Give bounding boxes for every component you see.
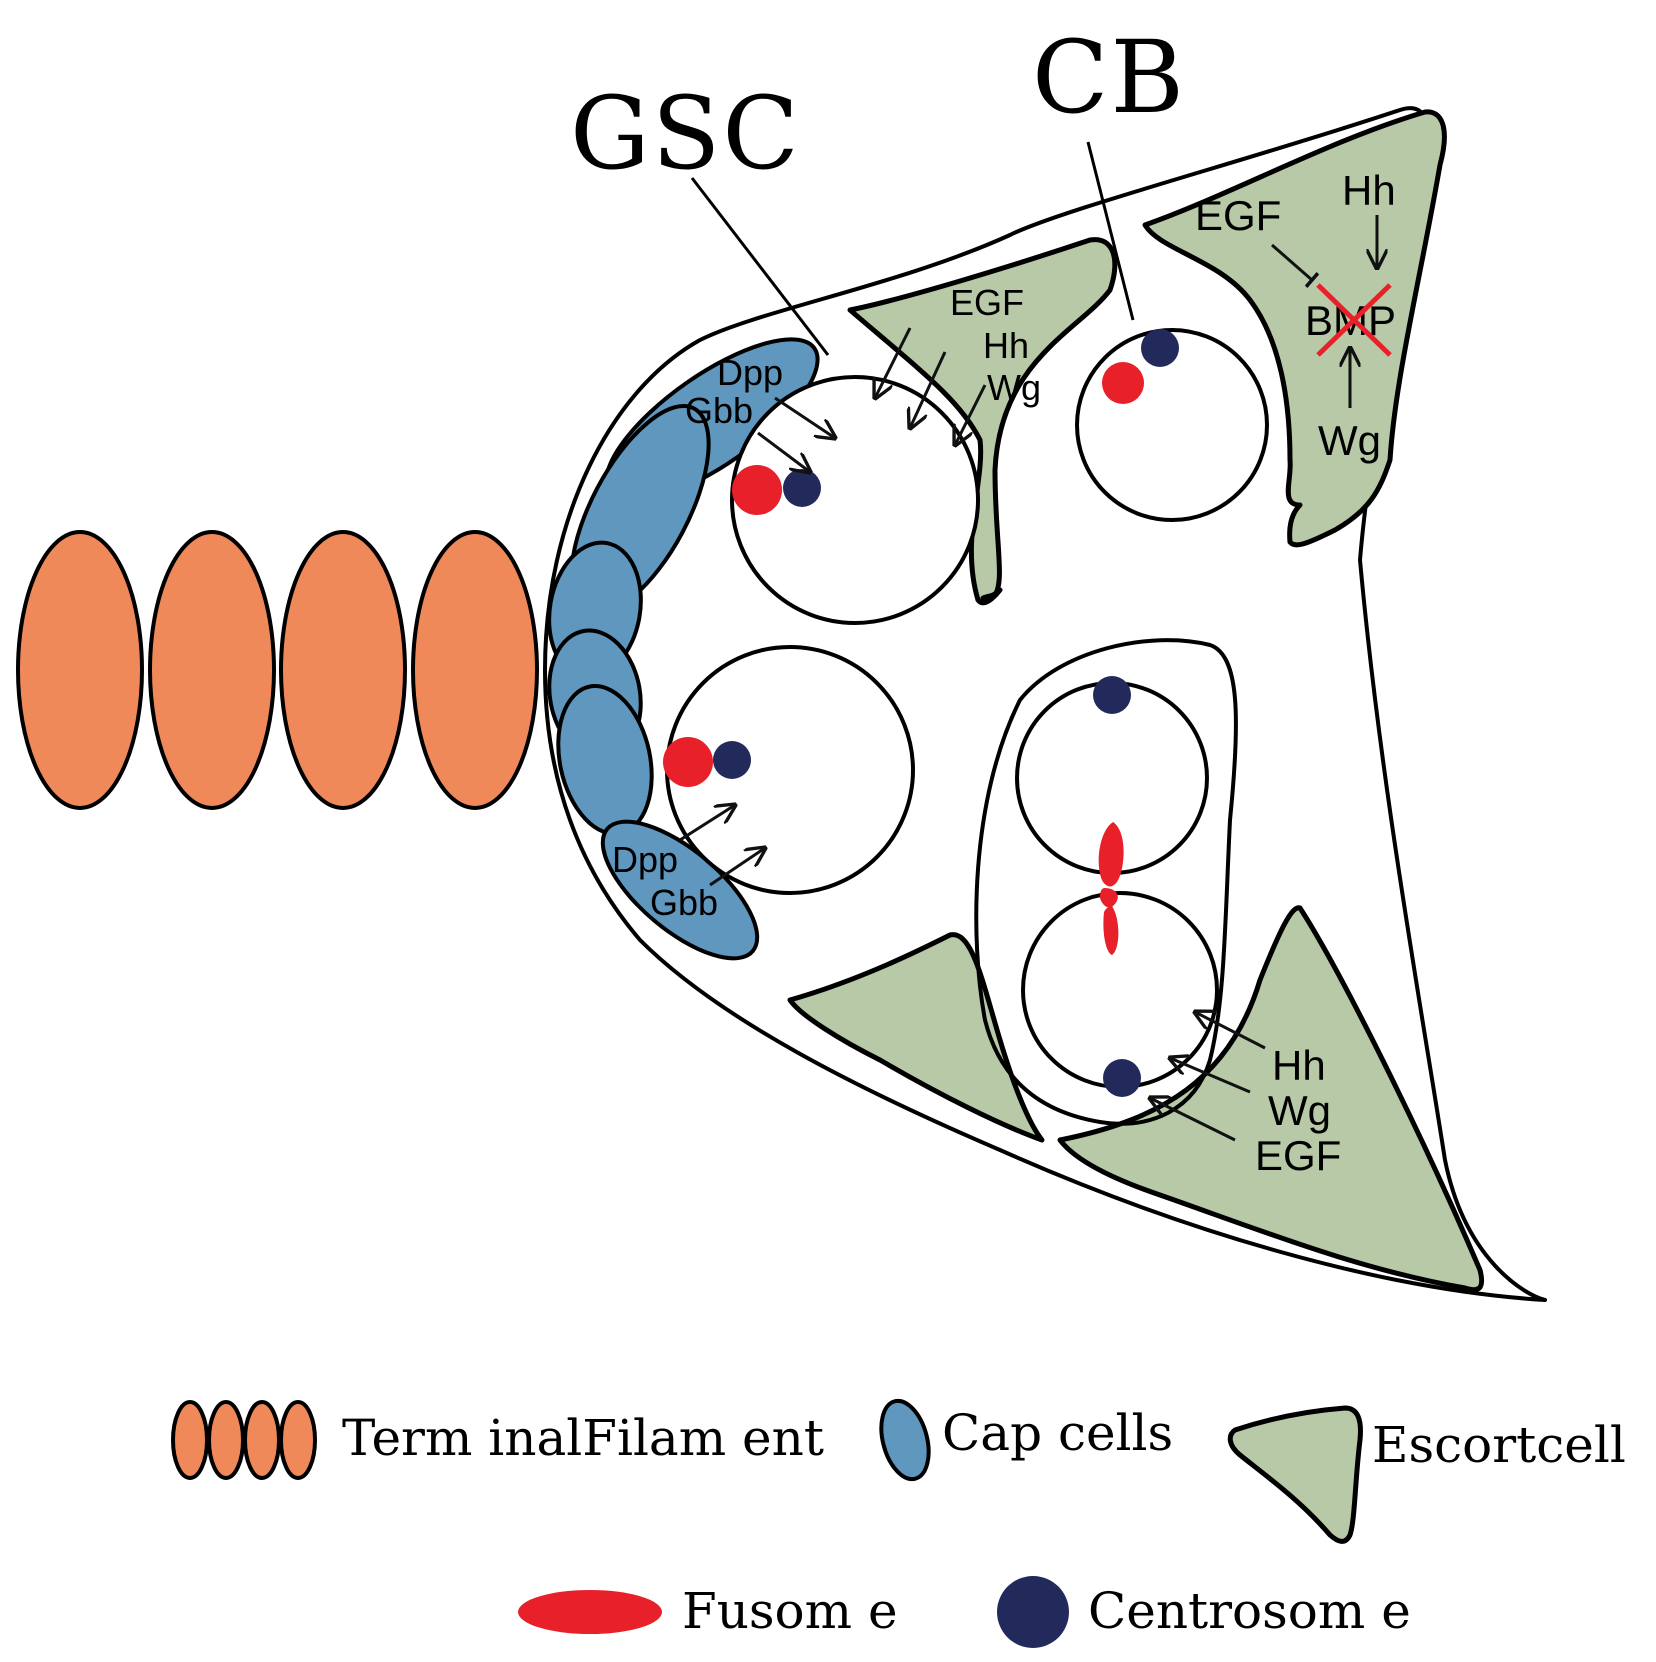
centrosome xyxy=(1141,329,1179,367)
fusome xyxy=(732,465,782,515)
signal-wg-upper: Wg xyxy=(987,367,1041,408)
legend-escort-cell-swatch xyxy=(1227,1405,1363,1544)
dpp-arrow-lower xyxy=(679,805,735,842)
signal-egf-lower: EGF xyxy=(1255,1132,1341,1179)
egf-arrow-lower xyxy=(1150,1098,1236,1142)
signal-gbb-lower: Gbb xyxy=(650,882,718,923)
centrosome xyxy=(1103,1059,1141,1097)
gsc-upper xyxy=(730,375,980,625)
centrosome xyxy=(783,469,821,507)
germarium-outline xyxy=(543,106,1547,1302)
cyst-envelope xyxy=(974,638,1238,1126)
legend: Term inalFilam ent Cap cells Escortcell … xyxy=(171,1398,1626,1648)
centrosome xyxy=(1093,676,1131,714)
gbb-arrow-lower xyxy=(709,848,765,887)
legend-centrosome-label: Centrosom e xyxy=(1088,1582,1411,1640)
egf-arrow-upper xyxy=(875,327,912,398)
terminal-filament-cell xyxy=(279,530,407,810)
legend-fusome-label: Fusom e xyxy=(682,1582,898,1640)
fusome-bridge xyxy=(1098,822,1124,955)
legend-escort-cell-label: Escortcell xyxy=(1372,1416,1626,1474)
escort-cell-lower-right xyxy=(1057,905,1485,1293)
signal-wg-lower: Wg xyxy=(1268,1087,1331,1134)
signal-egf-escort: EGF xyxy=(1195,192,1281,239)
wg-arrow-lower xyxy=(1170,1058,1251,1094)
signal-egf-upper: EGF xyxy=(950,282,1024,323)
legend-terminal-filament-label: Term inalFilam ent xyxy=(342,1409,824,1467)
fusome xyxy=(663,737,713,787)
escort-cell-upper-mid xyxy=(847,237,1118,606)
wg-arrow-upper xyxy=(955,384,987,445)
terminal-filament-cell xyxy=(411,530,539,810)
signal-hh-escort: Hh xyxy=(1342,167,1396,214)
gbb-arrow xyxy=(757,431,810,472)
legend-terminal-filament-swatch xyxy=(171,1400,317,1480)
egf-inhibit-line xyxy=(1271,243,1320,288)
signal-gbb-upper: Gbb xyxy=(685,390,753,431)
gsc-leader-line xyxy=(690,177,830,356)
escort-cell-upper-right xyxy=(1142,109,1447,548)
signal-dpp-upper: Dpp xyxy=(717,352,783,393)
terminal-filament xyxy=(16,530,539,810)
signal-wg-escort: Wg xyxy=(1318,417,1381,464)
cb-leader-line xyxy=(1086,141,1135,321)
hh-arrow-upper xyxy=(910,351,947,428)
hh-arrow-lower xyxy=(1195,1012,1266,1050)
terminal-filament-cell xyxy=(16,530,144,810)
signal-dpp-lower: Dpp xyxy=(612,839,678,880)
signal-hh-upper: Hh xyxy=(983,325,1029,366)
cb-label: CB xyxy=(1032,19,1186,136)
dpp-arrow xyxy=(774,396,835,438)
legend-cap-cell-swatch xyxy=(879,1398,931,1482)
cyst-cell-bottom xyxy=(1021,891,1219,1089)
legend-centrosome-swatch xyxy=(997,1576,1069,1648)
signal-hh-lower: Hh xyxy=(1272,1042,1326,1089)
legend-cap-cells-label: Cap cells xyxy=(942,1404,1173,1462)
escort-cell-lower-left xyxy=(787,932,1045,1143)
gsc-label: GSC xyxy=(570,75,801,192)
terminal-filament-cell xyxy=(148,530,276,810)
bmp-inhibition-cross xyxy=(1316,283,1392,357)
fusome xyxy=(1102,362,1144,404)
legend-fusome-swatch xyxy=(518,1590,662,1634)
centrosome xyxy=(713,741,751,779)
